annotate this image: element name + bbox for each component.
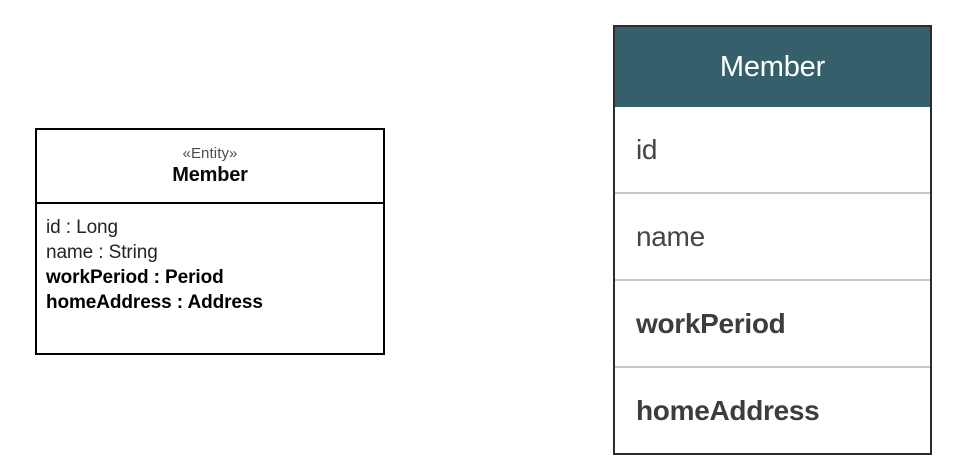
database-table: Member id name workPeriod homeAddress — [613, 25, 932, 455]
uml-class-name: Member — [172, 163, 248, 186]
table-row: workPeriod — [615, 279, 930, 366]
uml-attributes-compartment: id : Long name : String workPeriod : Per… — [37, 204, 383, 353]
table-row: name — [615, 192, 930, 279]
table-row: id — [636, 133, 658, 165]
uml-stereotype-label: «Entity» — [182, 144, 238, 162]
database-table-header: Member — [615, 27, 930, 107]
uml-attribute-row: homeAddress : Address — [46, 292, 263, 313]
table-row: homeAddress — [615, 366, 930, 453]
uml-attribute-row: id : Long — [46, 217, 118, 238]
uml-attribute-row: name : String — [46, 242, 158, 263]
uml-attribute-row: workPeriod : Period — [46, 267, 224, 288]
database-table-body: id name workPeriod homeAddress — [615, 107, 930, 453]
uml-class-box: «Entity» Member id : Long name : String … — [35, 128, 385, 355]
uml-header-compartment: «Entity» Member — [37, 130, 383, 204]
